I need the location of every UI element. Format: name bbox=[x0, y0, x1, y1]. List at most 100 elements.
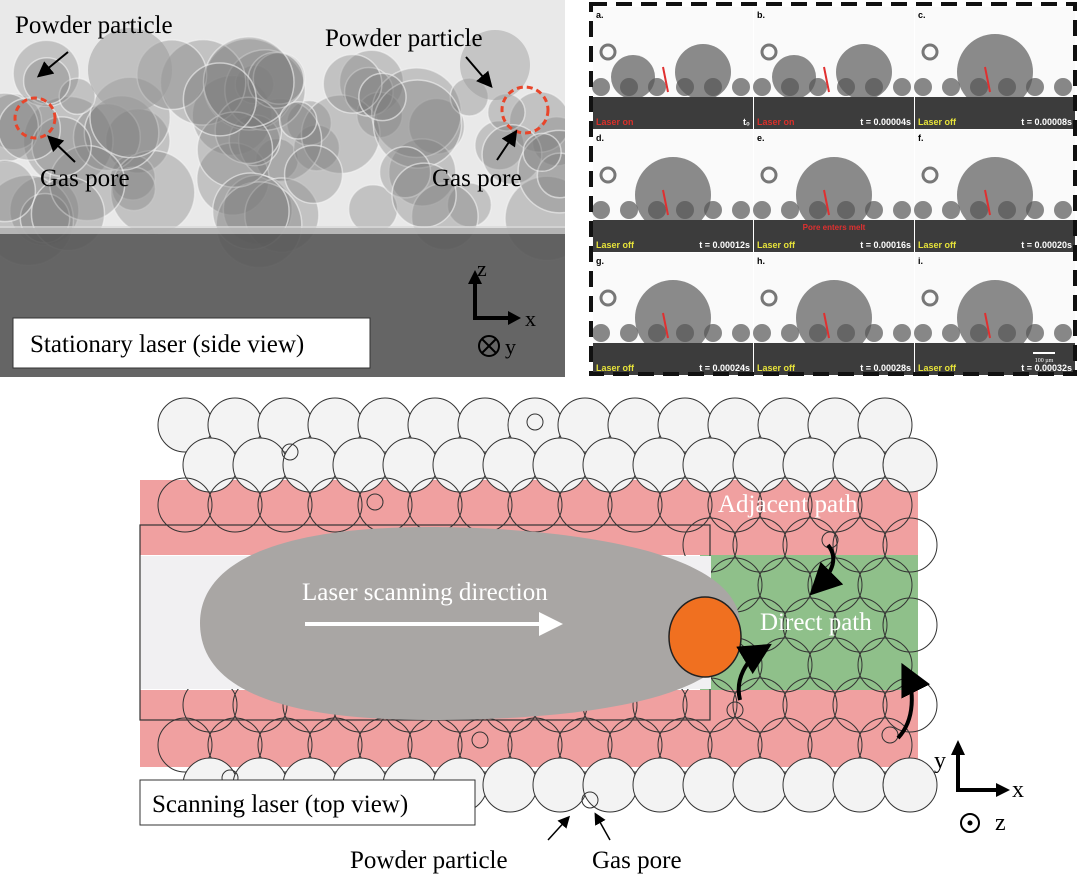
frame-time: t = 0.00008s bbox=[1021, 117, 1072, 127]
powder-particles bbox=[157, 397, 938, 813]
axis-label-z: z bbox=[477, 256, 487, 281]
powder-particle bbox=[657, 477, 713, 533]
powder-particle bbox=[832, 757, 888, 813]
label-powder-particle-left: Powder particle bbox=[15, 12, 173, 39]
powder-particle bbox=[322, 53, 383, 114]
frame-laser-state: Laser on bbox=[757, 117, 795, 127]
powder-particle bbox=[707, 477, 763, 533]
frame-time: t = 0.00004s bbox=[860, 117, 911, 127]
arrow-icon bbox=[465, 56, 493, 89]
powder-particle bbox=[732, 677, 788, 733]
frame-time: t₀ bbox=[743, 117, 750, 127]
powder-particle bbox=[481, 123, 543, 186]
axis-label-x: x bbox=[525, 306, 536, 331]
label-scan-direction: Laser scanning direction bbox=[302, 579, 548, 606]
powder-particle bbox=[247, 51, 305, 109]
powder-particle bbox=[832, 597, 888, 653]
powder-particle bbox=[882, 597, 938, 653]
powder-particle bbox=[807, 637, 863, 693]
powder-particle bbox=[207, 477, 263, 533]
axis-label-z: z bbox=[995, 810, 1006, 836]
powder-particle bbox=[202, 36, 295, 129]
caption-box bbox=[12, 317, 371, 369]
powder-particle bbox=[157, 477, 213, 533]
frame-letter: c. bbox=[918, 10, 926, 20]
powder-particle bbox=[857, 477, 913, 533]
powder-particle bbox=[482, 757, 538, 813]
powder-particle bbox=[283, 144, 344, 205]
powder-particle bbox=[857, 557, 913, 613]
powder-particle bbox=[857, 397, 913, 453]
axis-label-y: y bbox=[505, 334, 516, 359]
arrow-icon bbox=[896, 662, 931, 740]
arrow-icon bbox=[47, 135, 76, 163]
caption-box bbox=[139, 779, 476, 826]
pore-arrow-icon bbox=[984, 312, 991, 339]
powder-particle bbox=[607, 477, 663, 533]
frame-laser-state: Laser on bbox=[596, 117, 634, 127]
powder-particle bbox=[232, 437, 288, 493]
pore-arrow-icon bbox=[662, 312, 669, 339]
frame-letter: e. bbox=[757, 133, 765, 143]
label-adjacent-path: Adjacent path bbox=[718, 491, 858, 518]
frame-letter: b. bbox=[757, 10, 765, 20]
powder-particle bbox=[557, 477, 613, 533]
frame-laser-state: Laser off bbox=[757, 240, 796, 250]
powder-particle bbox=[832, 437, 888, 493]
frame-laser-state: Laser off bbox=[918, 363, 957, 373]
label-direct-path: Direct path bbox=[760, 609, 872, 636]
pore-arrow-icon bbox=[823, 189, 830, 216]
pore-arrow-icon bbox=[662, 66, 669, 93]
powder-particle bbox=[832, 517, 888, 573]
axes-icon-side bbox=[468, 270, 521, 357]
frame-letter: i. bbox=[918, 256, 923, 266]
powder-particle bbox=[22, 56, 71, 105]
gas-pore-marker-right bbox=[500, 85, 550, 135]
powder-particle bbox=[257, 717, 313, 773]
label-gas-pore-bottom: Gas pore bbox=[592, 847, 682, 874]
axes-icon-top bbox=[951, 740, 1010, 833]
powder-particle bbox=[732, 757, 788, 813]
frame-time: t = 0.00028s bbox=[860, 363, 911, 373]
gas-pore-marker-left bbox=[13, 96, 57, 140]
powder-particle bbox=[536, 152, 565, 199]
axis-label-x: x bbox=[1012, 777, 1024, 803]
powder-particle bbox=[807, 477, 863, 533]
powder-particle bbox=[196, 111, 274, 189]
powder-particle bbox=[782, 757, 838, 813]
powder-particle bbox=[182, 437, 238, 493]
powder-particle bbox=[782, 677, 838, 733]
arrow-icon bbox=[809, 543, 844, 596]
powder-particle bbox=[0, 97, 62, 161]
arrow-icon bbox=[594, 812, 611, 841]
gas-pore bbox=[881, 726, 899, 744]
gas-pore bbox=[471, 731, 489, 749]
caption-side-view: Stationary laser (side view) bbox=[30, 331, 304, 358]
powder-particle bbox=[378, 146, 432, 199]
powder-particle bbox=[382, 437, 438, 493]
arrow-icon bbox=[36, 51, 69, 78]
gas-pore bbox=[726, 701, 744, 719]
frame-letter: d. bbox=[596, 133, 604, 143]
powder-particle bbox=[757, 717, 813, 773]
pore-arrow-icon bbox=[823, 312, 830, 339]
powder-particle bbox=[882, 757, 938, 813]
powder-particle bbox=[307, 477, 363, 533]
powder-particle bbox=[307, 717, 363, 773]
powder-particle bbox=[857, 717, 913, 773]
powder-particle bbox=[757, 477, 813, 533]
powder-particle bbox=[372, 79, 463, 169]
frame-time: t = 0.00020s bbox=[1021, 240, 1072, 250]
frame-letter: h. bbox=[757, 256, 765, 266]
powder-particle bbox=[682, 757, 738, 813]
pore-arrow-icon bbox=[984, 66, 991, 93]
powder-particle bbox=[557, 717, 613, 773]
powder-particle bbox=[522, 132, 562, 173]
powder-particle bbox=[88, 28, 172, 112]
powder-particle bbox=[432, 437, 488, 493]
powder-particle bbox=[832, 677, 888, 733]
pore-arrow-icon bbox=[823, 66, 830, 93]
